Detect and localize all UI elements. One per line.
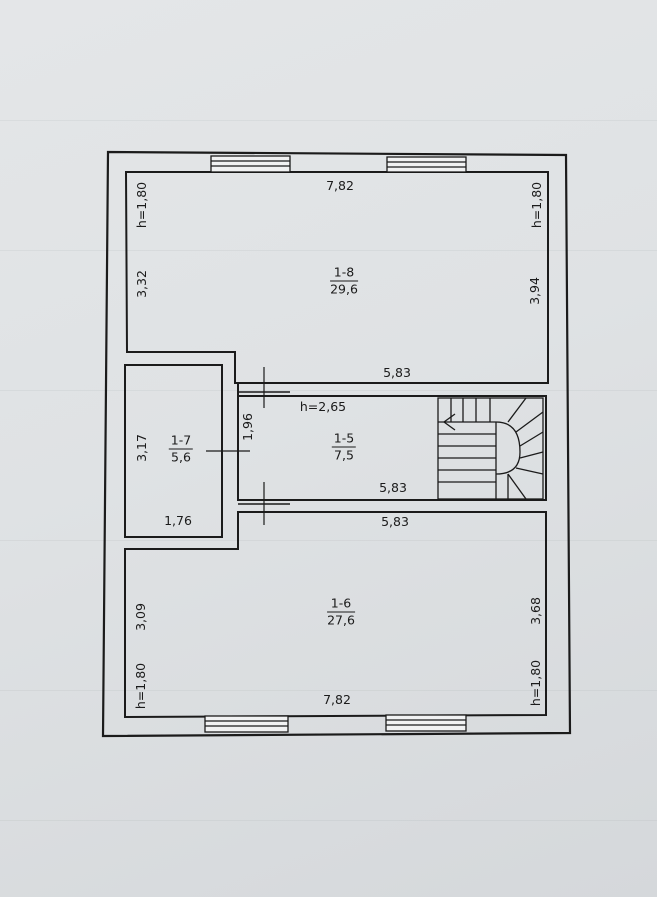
window-bottom-right (385, 714, 467, 732)
dim-closet-bottom: 1,76 (164, 513, 192, 528)
room-area: 7,5 (334, 447, 354, 463)
dim-top-bottom: 5,83 (383, 365, 411, 380)
room-1-6-outline (124, 511, 547, 719)
window-top-left (210, 155, 291, 173)
dim-bottom-right-side: 3,68 (528, 597, 543, 625)
room-1-7-outline (124, 364, 223, 538)
dim-hall-side: 1,96 (240, 413, 255, 441)
staircase (437, 397, 544, 500)
room-label-1-7: 1-7 5,6 (168, 432, 194, 465)
outer-wall (101, 150, 572, 738)
dim-bottom-right-height: h=1,80 (528, 659, 543, 707)
room-1-5-left-wall (237, 396, 290, 501)
dim-bottom-top: 5,83 (381, 514, 409, 529)
dim-hall-bottom: 5,83 (379, 480, 407, 495)
dim-bottom-left-side: 3,09 (133, 603, 148, 631)
room-number: 1-5 (331, 430, 357, 448)
room-area: 29,6 (330, 281, 358, 297)
window-top-right (386, 156, 467, 173)
room-label-1-8: 1-8 29,6 (330, 265, 358, 297)
dim-top-right-side: 3,94 (527, 277, 542, 305)
room-number: 1-6 (327, 596, 355, 613)
room-number: 1-7 (168, 432, 194, 450)
dim-top-left-height: h=1,80 (134, 181, 149, 229)
dim-top-left-side: 3,32 (134, 270, 149, 298)
room-label-1-6: 1-6 27,6 (327, 596, 355, 628)
room-area: 5,6 (171, 449, 191, 465)
dim-bottom-width: 7,82 (323, 692, 351, 707)
dim-closet-side: 3,17 (134, 434, 149, 462)
dim-top-right-height: h=1,80 (529, 181, 544, 229)
room-area: 27,6 (327, 612, 355, 628)
window-bottom-left (204, 715, 289, 733)
dim-bottom-left-height: h=1,80 (133, 662, 148, 710)
room-number: 1-8 (330, 265, 358, 282)
dim-hall-height: h=2,65 (299, 399, 347, 414)
dim-top-width: 7,82 (326, 178, 354, 193)
room-label-1-5: 1-5 7,5 (331, 430, 357, 463)
